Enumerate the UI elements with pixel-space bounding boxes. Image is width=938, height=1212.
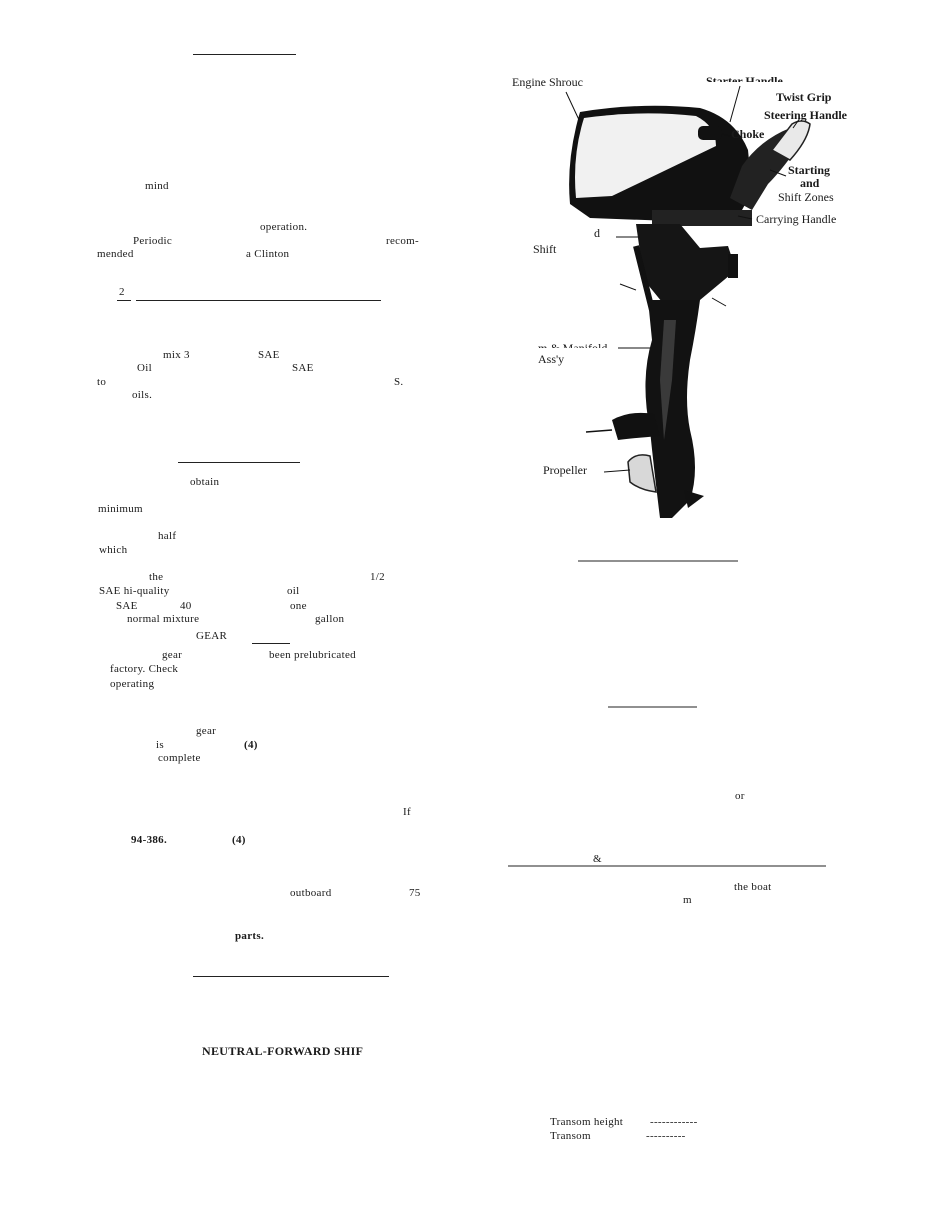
text-ampersand: &	[593, 853, 602, 865]
spec-transom-dashes: ----------	[646, 1130, 686, 1142]
shift-rod	[633, 245, 655, 311]
label-carrying-handle: Carrying Handle	[756, 212, 837, 226]
skeg-shape	[684, 490, 704, 508]
heading-rule-3	[193, 976, 389, 977]
twist-grip-shape	[770, 120, 811, 161]
choke-knob	[698, 126, 722, 140]
text-obtain: obtain	[190, 476, 220, 488]
text-sae-40-a: SAE	[116, 600, 138, 612]
text-gallon: gallon	[315, 613, 345, 625]
text-sae-40-b: 40	[180, 600, 192, 612]
text-gear-2: gear	[196, 725, 217, 737]
text-one-half: 1/2	[370, 571, 385, 583]
housing-highlight	[660, 320, 676, 440]
heading-rule-1	[193, 54, 296, 55]
text-is: is	[156, 739, 164, 751]
label-assy: Ass'y	[538, 352, 565, 366]
shroud-highlight	[575, 113, 716, 198]
section-2-rule	[136, 300, 381, 301]
text-or: or	[735, 790, 745, 802]
text-s: S.	[394, 376, 404, 388]
label-steering-handle: Steering Handle	[764, 108, 847, 122]
label-shift-zones: Shift Zones	[778, 190, 834, 204]
cavitation-plate	[612, 412, 660, 440]
text-outboard: outboard	[290, 887, 332, 899]
drive-shaft-housing	[645, 300, 700, 518]
label-and: and	[800, 176, 820, 190]
text-four-b: (4)	[232, 834, 246, 846]
text-sae-1: SAE	[258, 349, 280, 361]
text-mind: mind	[145, 180, 169, 192]
text-sae-2: SAE	[292, 362, 314, 374]
text-periodic: Periodic	[133, 235, 173, 247]
text-factory-check: factory. Check	[110, 663, 179, 675]
propeller-shape	[627, 454, 657, 493]
spec-transom-height-label: Transom height	[550, 1116, 624, 1128]
label-tank-manifold: m & Manifold	[538, 341, 608, 348]
text-complete: complete	[158, 752, 201, 764]
heading-rule-2	[178, 462, 300, 463]
text-mix3: mix 3	[163, 349, 190, 361]
section-number-2: 2	[119, 286, 125, 298]
text-the: the	[149, 571, 164, 583]
text-recom: recom-	[386, 235, 419, 247]
label-twist-grip: Twist Grip	[776, 90, 832, 104]
gear-heading-rule	[252, 643, 290, 644]
label-engine-shroud: Engine Shrouc	[512, 75, 583, 89]
text-if: If	[403, 806, 411, 818]
text-oils: oils.	[132, 389, 153, 401]
text-half: half	[158, 530, 177, 542]
text-operation: operation.	[260, 221, 308, 233]
spec-transom-height-dashes: ------------	[650, 1116, 698, 1128]
label-d: d	[594, 226, 600, 240]
label-starter-handle: Starter Handle	[706, 74, 783, 82]
label-starting: Starting	[788, 163, 830, 177]
text-one: one	[290, 600, 307, 612]
label-propeller: Propeller	[543, 463, 587, 477]
label-shift: Shift	[533, 242, 557, 256]
neutral-forward-shift-heading: NEUTRAL-FORWARD SHIF	[202, 1044, 364, 1058]
spec-transom-label: Transom	[550, 1130, 591, 1142]
text-a-clinton: a Clinton	[246, 248, 290, 260]
text-gear: gear	[162, 649, 183, 661]
text-which: which	[99, 544, 128, 556]
text-sae-hi-quality: SAE hi-quality	[99, 585, 170, 597]
text-operating: operating	[110, 678, 155, 690]
carrying-handle-shape	[652, 210, 752, 226]
text-part-number: 94-386.	[131, 834, 168, 846]
label-choke: Choke	[731, 127, 765, 141]
text-normal-mixture: normal mixture	[127, 613, 200, 625]
text-m: m	[683, 894, 692, 906]
section-2-underline	[117, 300, 131, 301]
text-seventy-five: 75	[409, 887, 421, 899]
text-oil: Oil	[137, 362, 152, 374]
text-been-prelubricated: been prelubricated	[269, 649, 356, 661]
text-parts: parts.	[235, 930, 264, 942]
text-four-a: (4)	[244, 739, 258, 751]
text-the-boat: the boat	[734, 881, 772, 893]
text-oil-2: oil	[287, 585, 300, 597]
text-to: to	[97, 376, 107, 388]
text-minimum: minimum	[98, 503, 143, 515]
clamp-bracket	[636, 224, 736, 302]
text-mended: mended	[97, 248, 134, 260]
clamp-screw	[728, 254, 738, 278]
gear-heading: GEAR	[196, 630, 228, 642]
